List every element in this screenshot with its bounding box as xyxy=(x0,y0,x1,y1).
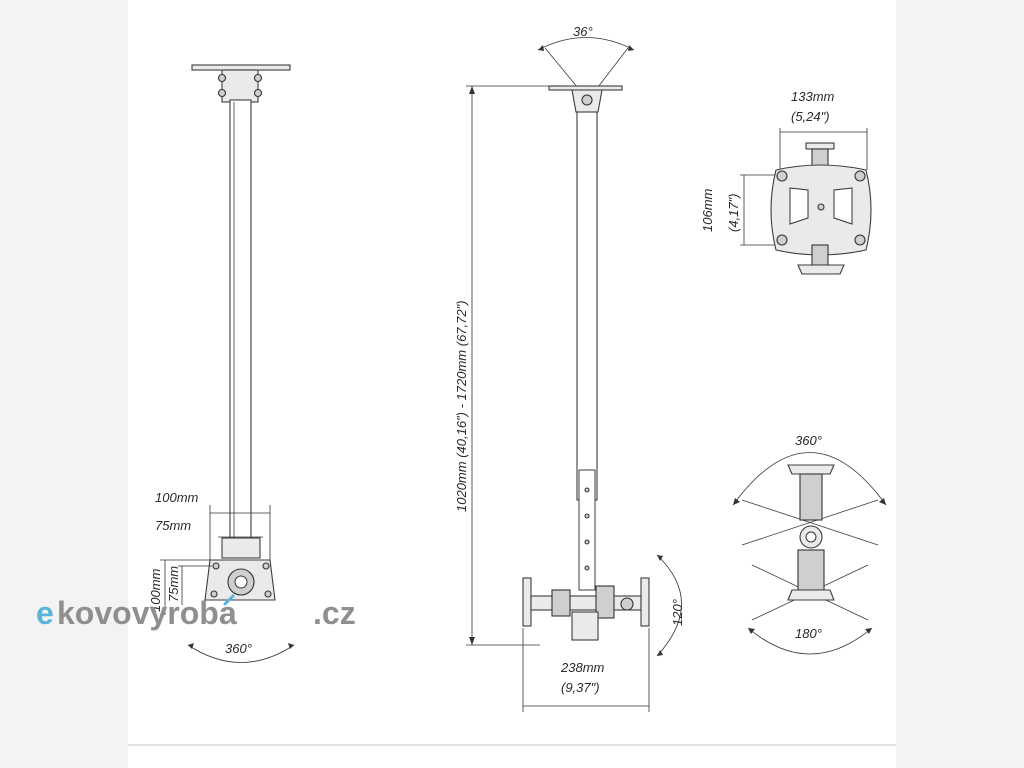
bracket-bolt xyxy=(253,73,263,83)
label-plate-height-mm: 106mm xyxy=(700,188,715,232)
ceiling-plate-side xyxy=(548,85,623,91)
height-hole xyxy=(584,565,590,571)
plate-screw xyxy=(776,234,788,246)
label-plate-height-in: (4,17") xyxy=(726,193,741,232)
plate-bottom-flange xyxy=(797,264,845,275)
arrow-head xyxy=(657,650,663,656)
tilt-arc-36 xyxy=(537,37,635,51)
arrow-head xyxy=(748,628,755,634)
plate-bottom-joint xyxy=(811,244,829,266)
head-clamp xyxy=(595,585,615,619)
mount-plate-right xyxy=(640,577,650,627)
watermark-logo: e kovovyroba .cz xyxy=(36,594,356,631)
plate-screw xyxy=(776,170,788,182)
label-75mm-top: 75mm xyxy=(155,518,191,533)
ceiling-bracket xyxy=(221,69,259,103)
label-swivel-360: 360° xyxy=(795,433,822,448)
plate-screw xyxy=(854,234,866,246)
plate-center-hole xyxy=(817,203,825,211)
plate-slot xyxy=(833,187,853,225)
swivel-bottom-clamp xyxy=(797,549,825,591)
rotation-arc-180-bottom xyxy=(747,627,873,655)
rotation-arc-360 xyxy=(187,644,295,663)
arrow-head xyxy=(628,45,634,51)
plate-slot xyxy=(789,187,809,225)
swivel-bottom-flange xyxy=(787,589,835,601)
head-clamp xyxy=(551,589,571,617)
label-100mm-vertical: 100mm xyxy=(148,568,163,612)
watermark-e: e xyxy=(36,595,54,631)
mount-plate-left xyxy=(522,577,532,627)
arrow-head xyxy=(733,498,740,505)
tilt-knob xyxy=(620,597,634,611)
watermark-accent-mark xyxy=(223,594,235,606)
watermark-domain: .cz xyxy=(313,595,356,631)
label-plate-width-mm: 133mm xyxy=(791,89,835,104)
arrow-head xyxy=(288,643,294,649)
swivel-hub-center xyxy=(805,531,817,543)
label-height-range: 1020mm (40,16") - 1720mm (67,72") xyxy=(454,300,469,512)
plate-screw xyxy=(854,170,866,182)
label-tilt-120: 120° xyxy=(670,599,685,626)
swivel-hub-center xyxy=(234,575,248,589)
height-hole xyxy=(584,513,590,519)
label-rotation-360: 360° xyxy=(225,641,252,656)
rotation-arc-360-top xyxy=(732,452,887,506)
left-margin-band xyxy=(0,0,128,768)
pole-upper xyxy=(576,111,598,501)
swivel-top-flange xyxy=(787,464,835,475)
label-width-mm: 238mm xyxy=(560,660,605,675)
height-hole xyxy=(584,487,590,493)
arrow-head xyxy=(538,45,544,51)
side-view: 36° 120° 1020mm (40,16") - 1720mm (67,72… xyxy=(454,24,685,712)
swivel-guide xyxy=(741,499,879,546)
pole xyxy=(229,99,252,551)
bracket-bolt xyxy=(217,73,227,83)
arrow-head xyxy=(657,555,663,561)
arrow-head xyxy=(188,643,194,649)
vesa-hole xyxy=(264,590,272,598)
plate-view: 133mm (5,24") 106mm (4,17") xyxy=(700,89,872,275)
head-knuckle xyxy=(571,611,599,641)
ceiling-plate xyxy=(191,64,291,71)
vesa-hole xyxy=(210,590,218,598)
arrow-head xyxy=(469,637,475,645)
watermark-name: kovovyroba xyxy=(57,595,237,631)
tilt-arc-120 xyxy=(656,554,682,657)
label-100mm-top: 100mm xyxy=(155,490,199,505)
label-tilt-36: 36° xyxy=(573,24,593,39)
label-plate-width-in: (5,24") xyxy=(791,109,830,124)
arrow-head xyxy=(469,86,475,94)
vesa-hole xyxy=(262,562,270,570)
right-margin-band xyxy=(896,0,1024,768)
head-joint xyxy=(221,537,261,559)
plate-top-flange xyxy=(805,142,835,150)
vesa-hole xyxy=(212,562,220,570)
swivel-top-clamp xyxy=(799,473,823,521)
swivel-view: 360° 180° xyxy=(732,433,887,655)
bracket-bolt xyxy=(253,88,263,98)
label-swivel-180: 180° xyxy=(795,626,822,641)
arrow-head xyxy=(865,628,872,634)
arrow-head xyxy=(879,498,886,505)
pole-lower xyxy=(578,469,596,591)
front-view: 100mm 75mm 100mm 75mm 360° xyxy=(148,64,295,663)
height-hole xyxy=(584,539,590,545)
bracket-bolt xyxy=(217,88,227,98)
label-75mm-vertical: 75mm xyxy=(166,566,181,602)
label-width-in: (9,37") xyxy=(561,680,600,695)
pivot-bolt xyxy=(581,94,593,106)
